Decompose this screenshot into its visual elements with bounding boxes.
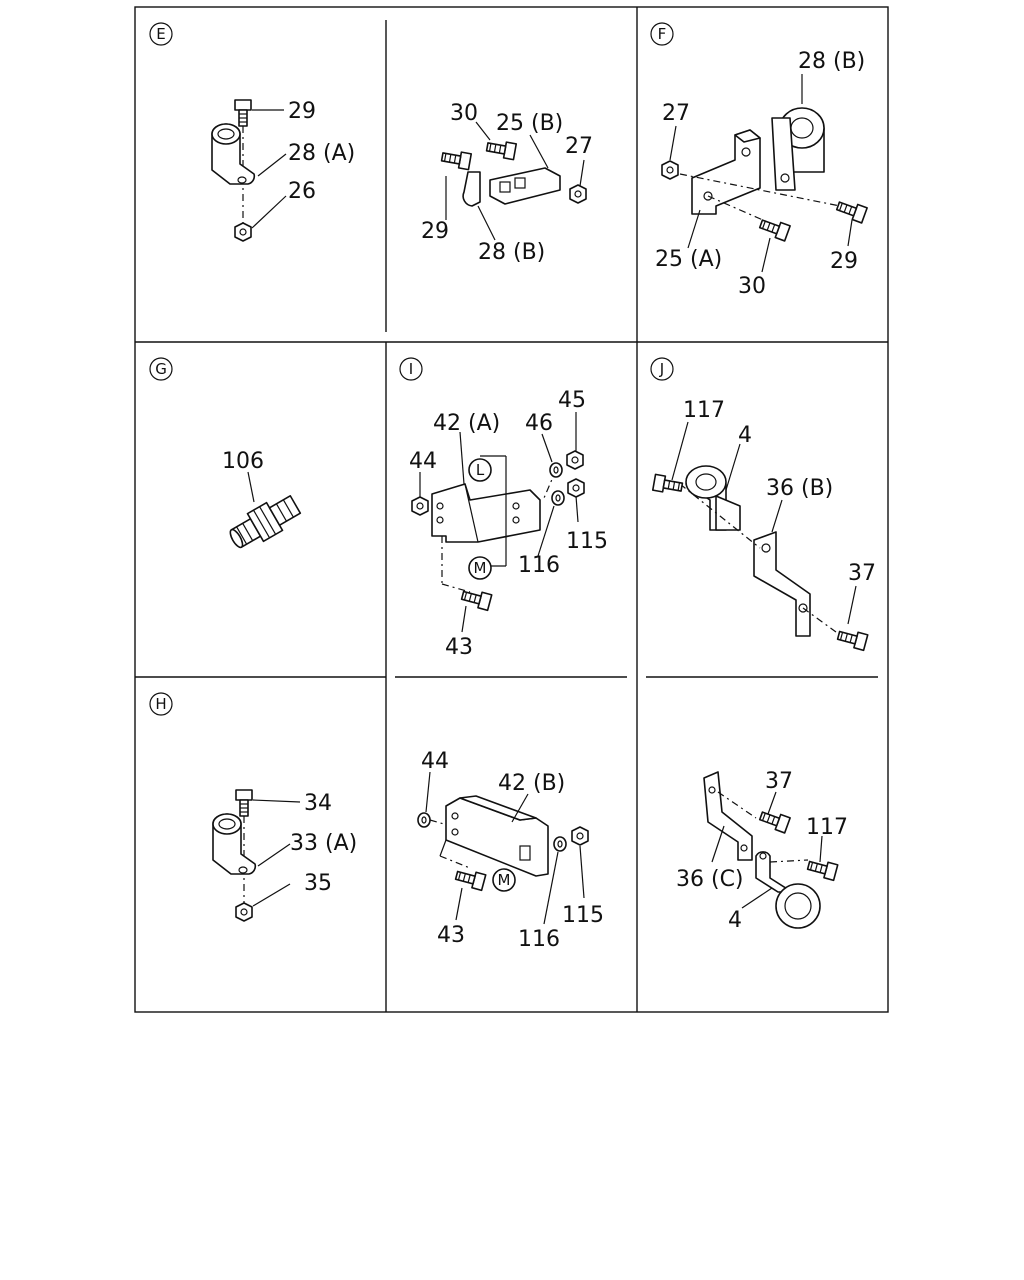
label-43: 43	[445, 635, 473, 660]
label-36b: 36 (B)	[766, 476, 833, 501]
callout-m: M	[468, 556, 492, 580]
panel-e: E 29 28 (A) 26	[149, 22, 355, 242]
panel-letter-g: G	[149, 357, 173, 381]
svg-text:L: L	[476, 461, 485, 479]
bracket-icon	[703, 771, 753, 861]
label-28b: 28 (B)	[798, 49, 865, 74]
bolt-icon	[805, 856, 839, 882]
panel-h: H 34 33 (A) 35	[149, 692, 357, 922]
panel-letter-e: E	[149, 22, 173, 46]
label-46: 46	[525, 411, 553, 436]
washer-icon	[417, 812, 431, 828]
panel-e-detail: 30 25 (B) 27 29 28 (B)	[421, 101, 593, 265]
label-27: 27	[662, 101, 690, 126]
panel-j-detail: 37 117 36 (C) 4	[676, 769, 848, 933]
bolt-icon	[485, 138, 518, 161]
bolt-icon	[459, 586, 493, 612]
bolt-icon	[440, 148, 473, 171]
bolt-icon	[234, 99, 252, 127]
svg-text:F: F	[658, 25, 667, 43]
bolt-icon	[235, 789, 253, 817]
clip-icon	[462, 171, 481, 207]
nut-icon	[235, 902, 253, 922]
bolt-icon	[757, 807, 791, 834]
label-33a: 33 (A)	[290, 831, 357, 856]
svg-text:M: M	[498, 871, 511, 889]
nut-icon	[661, 160, 679, 180]
washer-icon	[553, 836, 567, 852]
label-4: 4	[738, 423, 752, 448]
bolt-icon	[834, 197, 868, 224]
panel-f: F 28 (B) 27 25 (A) 30 29	[650, 22, 868, 299]
washer-icon	[549, 462, 563, 478]
label-106: 106	[222, 449, 264, 474]
nut-icon	[567, 478, 585, 498]
label-27: 27	[565, 134, 593, 159]
bolt-icon	[651, 473, 684, 496]
label-25b: 25 (B)	[496, 111, 563, 136]
label-37: 37	[765, 769, 793, 794]
panel-letter-f: F	[650, 22, 674, 46]
clip-icon	[211, 123, 256, 185]
label-42a: 42 (A)	[433, 411, 500, 436]
nut-icon	[566, 450, 584, 470]
label-29: 29	[830, 249, 858, 274]
label-43: 43	[437, 923, 465, 948]
label-25a: 25 (A)	[655, 247, 722, 272]
nut-icon	[571, 826, 589, 846]
label-4: 4	[728, 908, 742, 933]
bracket-icon	[691, 129, 761, 215]
label-44: 44	[409, 449, 437, 474]
label-34: 34	[304, 791, 332, 816]
panel-letter-h: H	[149, 692, 173, 716]
label-117: 117	[683, 398, 725, 423]
panel-i-detail: M 44 42 (B) 43 116 115	[417, 749, 604, 952]
svg-text:J: J	[659, 360, 664, 378]
bracket-icon	[431, 483, 541, 543]
label-115: 115	[566, 529, 608, 554]
washer-icon	[551, 490, 565, 506]
panel-letter-i: I	[399, 357, 423, 381]
label-29: 29	[288, 99, 316, 124]
callout-m: M	[492, 868, 516, 892]
fitting-icon	[229, 495, 302, 549]
panel-i: I L M 42 (A) 46	[399, 357, 608, 660]
bracket-icon	[753, 531, 811, 637]
label-116: 116	[518, 927, 560, 952]
panel-letter-j: J	[650, 357, 674, 381]
label-29: 29	[421, 219, 449, 244]
label-42b: 42 (B)	[498, 771, 565, 796]
label-26: 26	[288, 179, 316, 204]
bolt-icon	[835, 626, 869, 652]
label-44: 44	[421, 749, 449, 774]
panel-g: G 106	[149, 357, 302, 549]
nut-icon	[234, 222, 252, 242]
label-37: 37	[848, 561, 876, 586]
label-28b: 28 (B)	[478, 240, 545, 265]
label-115: 115	[562, 903, 604, 928]
svg-text:M: M	[474, 559, 487, 577]
label-117: 117	[806, 815, 848, 840]
label-28a: 28 (A)	[288, 141, 355, 166]
label-35: 35	[304, 871, 332, 896]
svg-text:E: E	[156, 25, 165, 43]
nut-icon	[411, 496, 429, 516]
bolt-icon	[453, 866, 487, 892]
label-30: 30	[738, 274, 766, 299]
label-116: 116	[518, 553, 560, 578]
svg-text:H: H	[155, 695, 166, 713]
svg-text:I: I	[409, 360, 413, 378]
nut-icon	[569, 184, 587, 204]
frame-lines	[134, 6, 889, 1013]
bolt-icon	[757, 215, 791, 242]
panel-j: J 117 4 36 (B) 37	[650, 357, 876, 652]
clip-icon	[212, 813, 257, 875]
svg-text:G: G	[155, 360, 167, 378]
label-45: 45	[558, 388, 586, 413]
callout-l: L	[468, 458, 492, 482]
label-30: 30	[450, 101, 478, 126]
label-36c: 36 (C)	[676, 867, 744, 892]
